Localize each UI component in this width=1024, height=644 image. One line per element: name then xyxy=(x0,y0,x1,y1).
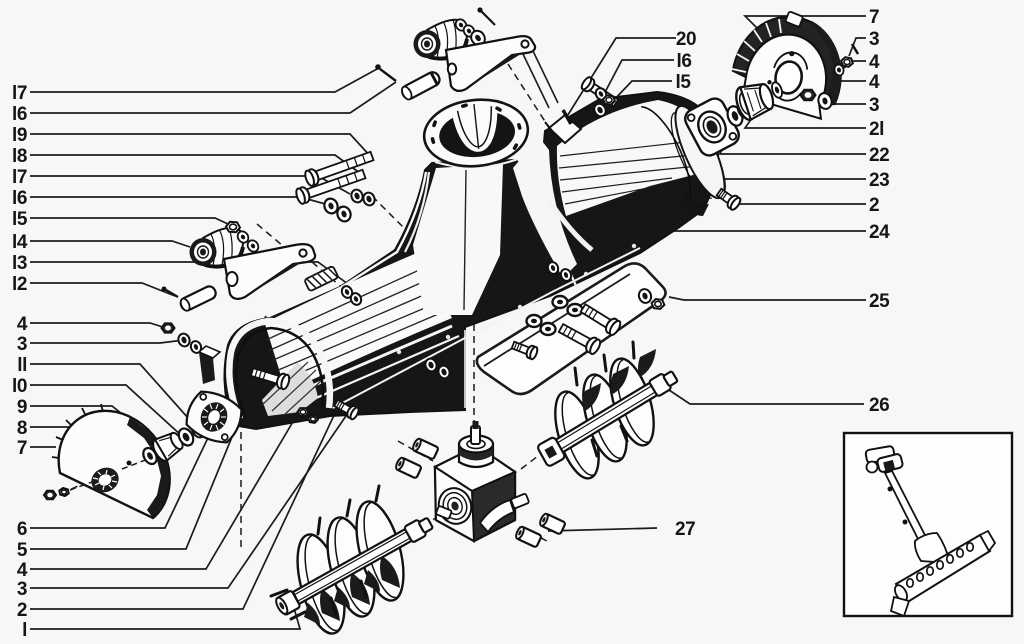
svg-text:4: 4 xyxy=(869,52,880,73)
svg-text:3: 3 xyxy=(869,95,879,116)
svg-text:l5: l5 xyxy=(12,209,28,230)
svg-text:5: 5 xyxy=(17,540,28,561)
svg-text:l7: l7 xyxy=(12,167,27,188)
svg-text:l9: l9 xyxy=(12,125,27,146)
svg-text:22: 22 xyxy=(869,145,889,166)
svg-text:26: 26 xyxy=(869,395,889,416)
svg-text:25: 25 xyxy=(869,291,890,312)
svg-text:2l: 2l xyxy=(869,119,884,140)
svg-text:l4: l4 xyxy=(12,232,28,253)
svg-text:24: 24 xyxy=(869,222,890,243)
svg-text:8: 8 xyxy=(17,418,27,439)
svg-text:l6: l6 xyxy=(12,188,27,209)
svg-text:l: l xyxy=(22,620,27,641)
svg-text:l2: l2 xyxy=(12,274,27,295)
svg-text:2: 2 xyxy=(17,600,27,621)
svg-text:27: 27 xyxy=(675,519,695,540)
svg-text:l3: l3 xyxy=(12,253,27,274)
svg-text:l7: l7 xyxy=(12,83,27,104)
svg-text:3: 3 xyxy=(17,334,27,355)
svg-text:7: 7 xyxy=(17,438,27,459)
svg-text:6: 6 xyxy=(17,519,27,540)
svg-text:l0: l0 xyxy=(12,376,27,397)
svg-text:4: 4 xyxy=(869,72,880,93)
svg-text:2: 2 xyxy=(869,195,879,216)
svg-text:ll: ll xyxy=(17,355,27,376)
svg-text:3: 3 xyxy=(869,29,879,50)
svg-text:3: 3 xyxy=(17,579,27,600)
svg-text:20: 20 xyxy=(676,29,696,50)
svg-text:7: 7 xyxy=(869,7,879,28)
svg-text:l8: l8 xyxy=(12,146,27,167)
svg-text:l6: l6 xyxy=(676,51,691,72)
svg-text:4: 4 xyxy=(17,314,28,335)
svg-text:4: 4 xyxy=(17,560,28,581)
svg-text:23: 23 xyxy=(869,170,889,191)
svg-text:9: 9 xyxy=(17,397,27,418)
svg-text:l5: l5 xyxy=(675,72,691,93)
svg-text:l6: l6 xyxy=(12,104,27,125)
